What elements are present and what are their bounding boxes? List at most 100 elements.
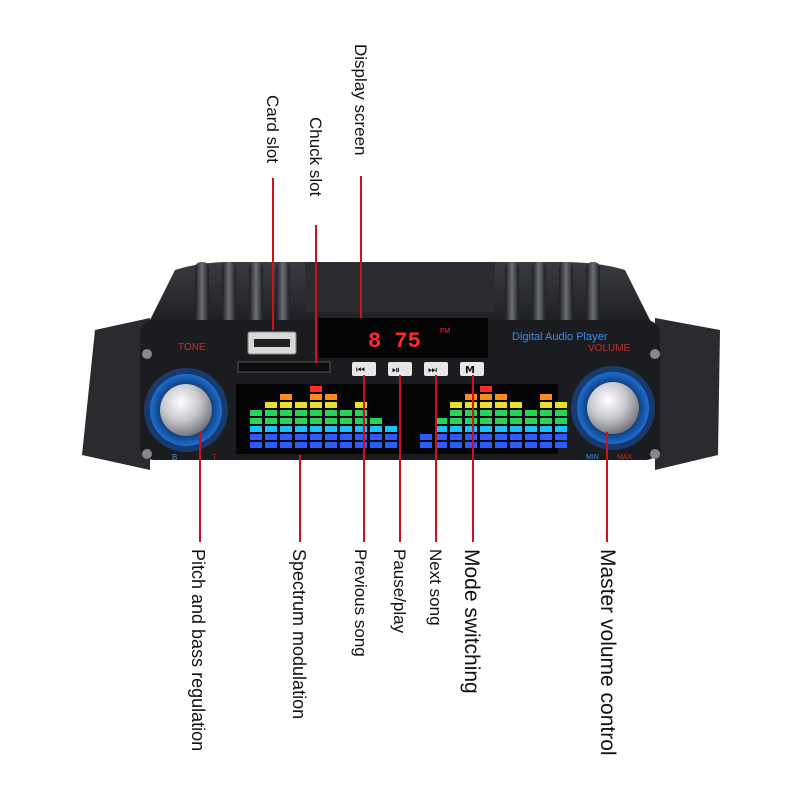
spectrum-led — [480, 394, 492, 400]
master-volume-label: Master volume control — [596, 549, 619, 756]
spectrum-led — [420, 442, 432, 448]
spectrum-led — [525, 426, 537, 432]
spectrum-led — [555, 434, 567, 440]
right-flange — [655, 318, 720, 470]
sd-chuck-slot — [237, 361, 331, 373]
spectrum-led — [310, 410, 322, 416]
spectrum-led — [355, 418, 367, 424]
spectrum-led — [525, 410, 537, 416]
volume-label: VOLUME — [588, 343, 631, 354]
spectrum-led — [540, 434, 552, 440]
spectrum-led — [435, 426, 447, 432]
spectrum-led — [355, 410, 367, 416]
spectrum-led — [480, 410, 492, 416]
spectrum-led — [525, 418, 537, 424]
pause-play-label: Pause/play — [390, 549, 409, 634]
spectrum-led — [385, 434, 397, 440]
prev-icon: ⏮ — [356, 365, 365, 376]
spectrum-led — [355, 402, 367, 408]
spectrum-led — [525, 442, 537, 448]
spectrum-led — [355, 426, 367, 432]
spectrum-led — [250, 410, 262, 416]
next-icon: ⏭ — [428, 365, 437, 376]
vol-min-label: MIN — [586, 454, 599, 461]
spectrum-led — [310, 402, 322, 408]
next-button — [424, 362, 448, 376]
spectrum-led — [295, 442, 307, 448]
spectrum-led — [555, 426, 567, 432]
spectrum-led — [340, 426, 352, 432]
spectrum-led — [310, 442, 322, 448]
spectrum-led — [450, 410, 462, 416]
spectrum-led — [420, 434, 432, 440]
spectrum-led — [265, 410, 277, 416]
spectrum-led — [495, 402, 507, 408]
spectrum-led — [295, 410, 307, 416]
spectrum-led — [250, 426, 262, 432]
spectrum-led — [265, 434, 277, 440]
previous-song-leader — [363, 375, 365, 542]
spectrum-led — [370, 418, 382, 424]
spectrum-leader — [299, 455, 301, 542]
spectrum-led — [450, 418, 462, 424]
spectrum-led — [540, 402, 552, 408]
screw-icon — [650, 349, 660, 359]
pitch-bass-label: Pitch and bass regulation — [188, 549, 208, 752]
display-screen-leader — [360, 176, 362, 318]
spectrum-led — [295, 426, 307, 432]
spectrum-led — [555, 442, 567, 448]
spectrum-led — [250, 418, 262, 424]
spectrum-led — [510, 434, 522, 440]
spectrum-led — [250, 434, 262, 440]
spectrum-led — [450, 402, 462, 408]
prev-button — [352, 362, 376, 376]
spectrum-led — [510, 402, 522, 408]
spectrum-led — [495, 418, 507, 424]
spectrum-led — [465, 394, 477, 400]
spectrum-led — [265, 442, 277, 448]
transport-buttons: ⏮ ⏯ ⏭ M — [352, 362, 484, 376]
spectrum-led — [280, 394, 292, 400]
spectrum-led — [295, 402, 307, 408]
spectrum-led — [325, 434, 337, 440]
spectrum-led — [465, 402, 477, 408]
top-label-plate — [305, 262, 495, 312]
spectrum-led — [280, 426, 292, 432]
spectrum-led — [310, 418, 322, 424]
spectrum-led — [510, 410, 522, 416]
spectrum-led — [355, 434, 367, 440]
spectrum-led — [465, 426, 477, 432]
mode-icon: M — [465, 365, 475, 376]
spectrum-led — [495, 434, 507, 440]
chuck-slot-leader — [315, 225, 317, 363]
previous-song-label: Previous song — [351, 549, 370, 657]
mode-switching-leader — [472, 375, 474, 542]
spectrum-led — [510, 442, 522, 448]
chuck-slot-label: Chuck slot — [306, 117, 325, 197]
spectrum-led — [435, 418, 447, 424]
display-screen-label: Display screen — [351, 44, 370, 156]
spectrum-led — [370, 434, 382, 440]
spectrum-led — [510, 418, 522, 424]
spectrum-led — [480, 418, 492, 424]
card-slot-label: Card slot — [263, 95, 282, 164]
spectrum-led — [385, 442, 397, 448]
spectrum-label: Spectrum modulation — [289, 549, 309, 720]
spectrum-led — [325, 442, 337, 448]
next-song-leader — [435, 375, 437, 542]
card-slot-leader — [272, 178, 274, 330]
pause-play-leader — [399, 375, 401, 542]
screw-icon — [142, 349, 152, 359]
spectrum-led — [495, 394, 507, 400]
spectrum-led — [465, 434, 477, 440]
spectrum-led — [525, 434, 537, 440]
spectrum-led — [480, 434, 492, 440]
master-volume-leader — [606, 432, 608, 542]
vol-max-label: MAX — [617, 454, 633, 461]
spectrum-led — [325, 402, 337, 408]
spectrum-led — [280, 418, 292, 424]
spectrum-led — [540, 410, 552, 416]
spectrum-led — [310, 434, 322, 440]
spectrum-led — [340, 418, 352, 424]
spectrum-led — [510, 426, 522, 432]
